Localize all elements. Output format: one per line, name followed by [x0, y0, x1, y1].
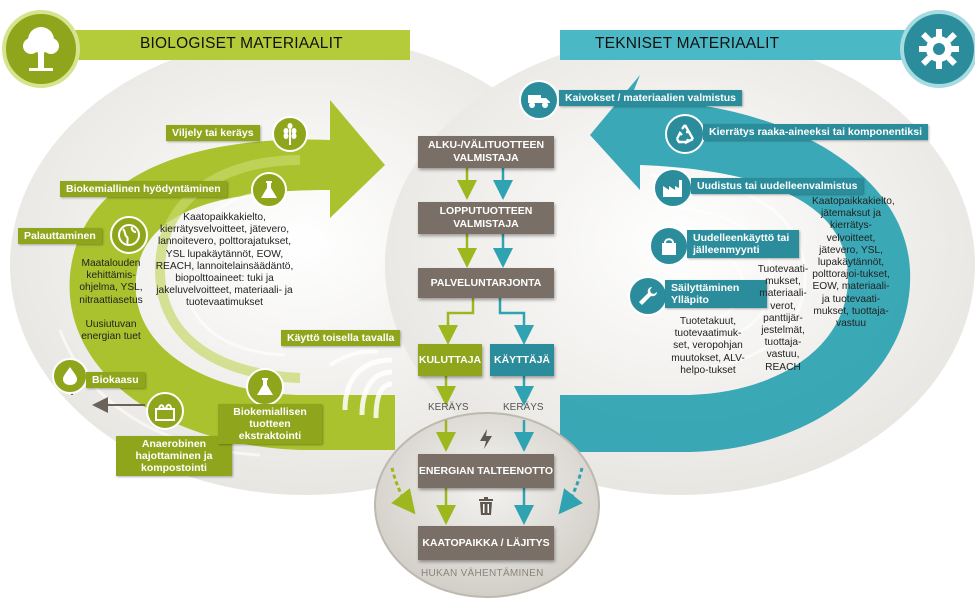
- tree-icon: [2, 10, 80, 88]
- box-alku: ALKU-/VÄLITUOTTEEN VALMISTAJA: [418, 136, 554, 168]
- box-palvelu: PALVELUNTARJONTA: [418, 268, 554, 298]
- tech-main-arrow: [560, 75, 911, 452]
- gear-icon: [900, 10, 975, 88]
- label-kaivokset: Kaivokset / materiaalien valmistus: [559, 90, 742, 106]
- label-uudelleen: Uudelleenkäyttö tai jälleenmyynti: [687, 230, 799, 258]
- box-kuluttaja: KULUTTAJA: [418, 344, 482, 376]
- note-tech-mid: Tuotevaati-mukset, materiaali-verot, pan…: [757, 264, 809, 373]
- box-loppu: LOPPUTUOTTEEN VALMISTAJA: [418, 202, 554, 234]
- flask-icon: [251, 172, 287, 208]
- wrench-icon: [628, 276, 668, 316]
- bag-icon: [649, 226, 689, 266]
- label-sailytt: Säilyttäminen Ylläpito: [665, 280, 767, 308]
- label-kaytto: Käyttö toisella tavalla: [281, 330, 401, 346]
- box-kaatopaikka: KAATOPAIKKA / LÄJITYS: [418, 526, 554, 560]
- label-hukka: HUKAN VÄHENTÄMINEN: [421, 568, 544, 579]
- trash-icon: [478, 496, 494, 521]
- box-kayttaja: KÄYTTÄJÄ: [490, 344, 554, 376]
- compost-icon: [146, 392, 184, 430]
- tech-title-banner: [560, 30, 905, 60]
- truck-icon: [519, 80, 559, 120]
- label-anaer-text: Anaerobinen hajottaminen ja kompostointi: [135, 438, 213, 474]
- label-viljely: Viljely tai keräys: [166, 125, 260, 141]
- tech-title: TEKNISET MATERIAALIT: [595, 35, 780, 52]
- note-tech-inner: Tuotetakuut, tuotevaatimuk-set, veropohj…: [671, 316, 745, 376]
- bolt-icon: [478, 428, 494, 455]
- label-kerays-right: KERÄYS: [503, 402, 544, 413]
- label-uudistus: Uudistus tai uudelleenvalmistus: [691, 178, 864, 194]
- bio-title-banner: [70, 30, 410, 60]
- label-kerays-left: KERÄYS: [428, 402, 469, 413]
- label-biokaasu: Biokaasu: [86, 372, 145, 388]
- factory-icon: [653, 168, 693, 208]
- wheat-icon: [272, 116, 308, 152]
- label-extract-text: Biokemiallisen tuotteen ekstraktointi: [233, 406, 307, 442]
- label-palauttaminen: Palauttaminen: [18, 228, 102, 244]
- label-extract: Biokemiallisen tuotteen ekstraktointi: [218, 404, 322, 444]
- label-sailytt-text: Säilyttäminen Ylläpito: [671, 282, 740, 306]
- globe-icon: [110, 216, 148, 254]
- label-kierratys: Kierrätys raaka-aineeksi tai komponentik…: [703, 124, 929, 140]
- note-bio-center: Kaatopaikkakielto, kierrätysvelvoitteet,…: [155, 212, 294, 309]
- label-uudelleen-text: Uudelleenkäyttö tai jälleenmyynti: [693, 232, 790, 256]
- recycle-icon: [665, 114, 705, 154]
- note-tech-right: Kaatopaikkakielto, jätemaksut ja kierrät…: [812, 196, 895, 330]
- label-biokem: Biokemiallinen hyödyntäminen: [60, 181, 227, 197]
- drop-icon: [52, 358, 88, 394]
- note-bio-left: Maatalouden kehittämis-ohjelma, YSL, nit…: [79, 258, 143, 343]
- bio-title: BIOLOGISET MATERIAALIT: [140, 35, 343, 52]
- flask-icon: [246, 368, 284, 406]
- box-energia: ENERGIAN TALTEENOTTO: [418, 454, 554, 488]
- label-anaer: Anaerobinen hajottaminen ja kompostointi: [116, 436, 232, 476]
